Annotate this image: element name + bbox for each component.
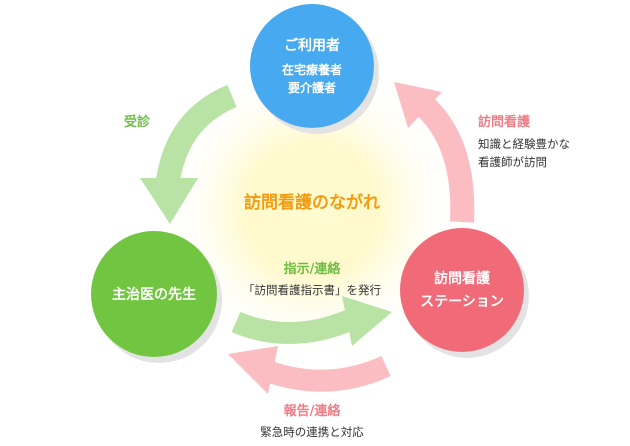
instruct-desc: 「訪問看護指示書」を発行	[243, 283, 381, 297]
center-glow	[162, 60, 462, 360]
node-station: 訪問看護 ステーション	[400, 228, 524, 352]
visit-label: 訪問看護	[478, 114, 531, 130]
node-station-circle	[400, 228, 524, 352]
visit-arrow	[394, 82, 475, 223]
node-user-circle	[250, 4, 374, 128]
visit-desc-line1: 知識と経験豊かな	[478, 137, 570, 151]
node-user: ご利用者 在宅療養者 要介護者	[250, 4, 374, 128]
node-station-title-line1: 訪問看護	[434, 270, 491, 287]
node-doctor: 主治医の先生	[91, 231, 217, 357]
node-user-line1: 在宅療養者	[282, 62, 342, 77]
node-user-title: ご利用者	[284, 37, 340, 54]
report-arrow	[228, 346, 391, 394]
node-doctor-circle	[91, 231, 217, 357]
report-desc: 緊急時の連携と対応	[260, 425, 364, 439]
instruct-label: 指示/連絡	[284, 261, 342, 277]
node-station-title-line2: ステーション	[420, 294, 504, 310]
consult-arrow	[140, 84, 237, 224]
instruct-arrow	[231, 296, 392, 346]
center-title: 訪問看護のながれ	[244, 192, 380, 213]
visit-desc-line2: 看護師が訪問	[478, 155, 547, 169]
node-doctor-title: 主治医の先生	[112, 286, 196, 303]
report-label: 報告/連絡	[284, 403, 342, 419]
consult-label: 受診	[124, 114, 151, 130]
node-user-line2: 要介護者	[288, 80, 336, 95]
